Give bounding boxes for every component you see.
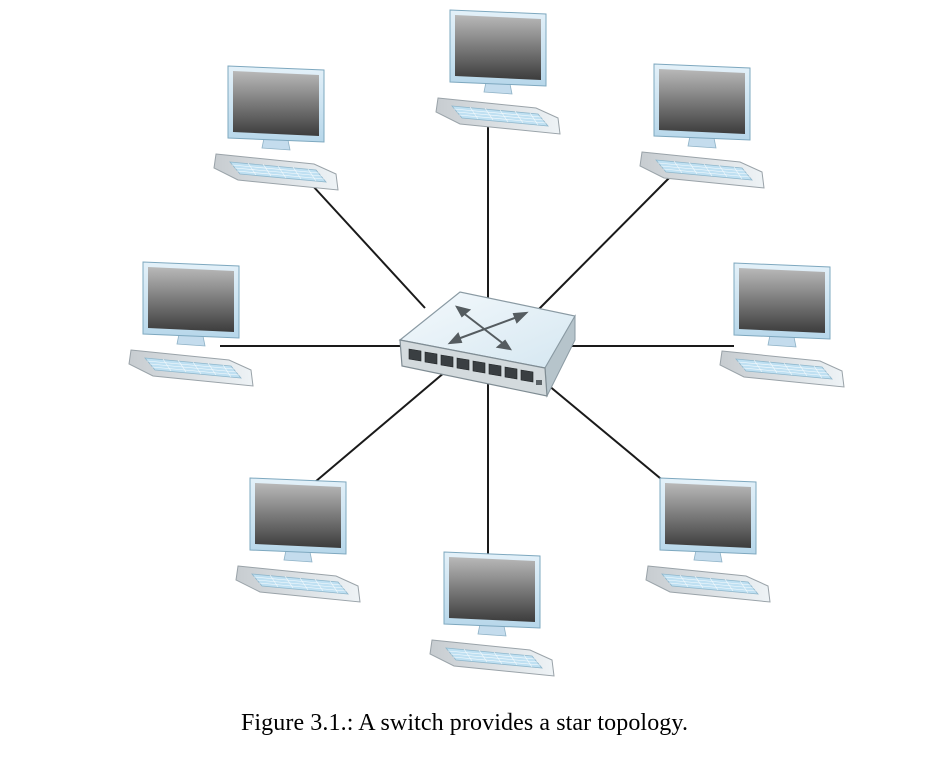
crossed-arrows-icon	[447, 305, 529, 351]
desktop-computer-icon	[429, 551, 555, 677]
link-top-left	[311, 184, 426, 309]
link-bottom-left	[314, 371, 446, 483]
computer-bottom-right	[645, 477, 771, 603]
computer-left	[128, 261, 254, 387]
figure-caption: Figure 3.1.: A switch provides a star to…	[240, 710, 689, 736]
link-top-right	[537, 171, 676, 311]
desktop-computer-icon	[645, 477, 771, 603]
desktop-computer-icon	[235, 477, 361, 603]
computer-top-right	[639, 63, 765, 189]
desktop-computer-icon	[213, 65, 339, 191]
link-bottom-right	[547, 384, 673, 489]
links	[220, 120, 734, 554]
computer-top	[435, 9, 561, 135]
desktop-computer-icon	[128, 261, 254, 387]
computer-right	[719, 262, 845, 388]
desktop-computer-icon	[639, 63, 765, 189]
desktop-computer-icon	[435, 9, 561, 135]
computer-bottom	[429, 551, 555, 677]
star-topology-diagram	[128, 9, 845, 677]
switch-ports	[408, 348, 534, 383]
computer-bottom-left	[235, 477, 361, 603]
desktop-computer-icon	[719, 262, 845, 388]
switch-icon	[398, 291, 576, 398]
computer-top-left	[213, 65, 339, 191]
